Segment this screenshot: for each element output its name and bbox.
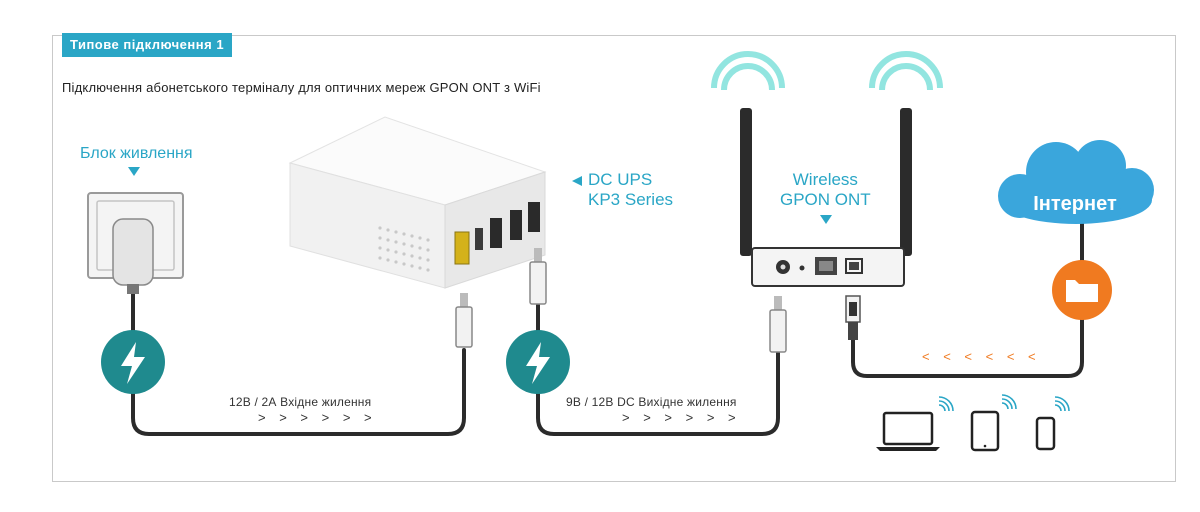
diagram-subtitle: Підключення абонетського терміналу для о…	[62, 80, 541, 95]
phone-icon	[1035, 416, 1056, 451]
tablet-icon	[970, 410, 1000, 452]
ups-label-line2: KP3 Series	[588, 190, 674, 209]
output-cable	[536, 298, 780, 436]
psu-arrow	[128, 167, 140, 176]
fiber-flow-arrows: < < < < < <	[922, 349, 1041, 364]
ups-label: DC UPS KP3 Series	[570, 170, 673, 210]
wifi-icon	[711, 51, 785, 91]
dc-plug-ups-out	[529, 248, 547, 305]
fiber-cable	[851, 220, 1084, 378]
dc-plug-input	[455, 293, 473, 348]
lightning-icon	[506, 330, 570, 394]
cables	[131, 220, 1084, 436]
section-tag: Типове підключення 1	[62, 33, 233, 57]
fiber-connector	[845, 295, 861, 340]
input-power-label: 12В / 2А Вхідне жилення	[229, 395, 372, 409]
gpon-ont-router	[711, 51, 943, 287]
ont-label: Wireless GPON ONT	[780, 170, 871, 210]
wifi-icon	[1054, 396, 1070, 412]
dc-plug-ont	[769, 296, 787, 353]
output-flow-arrows: > > > > > >	[622, 410, 741, 425]
lightning-icon	[101, 330, 165, 394]
internet-label: Інтернет	[1033, 193, 1117, 215]
wifi-icon	[1001, 394, 1017, 410]
output-power-label: 9В / 12В DC Вихідне жилення	[566, 395, 737, 409]
wifi-icon	[869, 51, 943, 91]
input-cable	[131, 288, 466, 436]
folder-icon	[1052, 260, 1112, 320]
wifi-icon	[938, 396, 954, 412]
input-flow-arrows: > > > > > >	[258, 410, 377, 425]
ont-arrow	[820, 215, 832, 224]
ont-label-line1: Wireless	[792, 170, 858, 189]
dc-ups-device	[288, 116, 547, 289]
ups-arrow	[572, 176, 582, 186]
ups-label-line1: DC UPS	[588, 170, 653, 189]
power-supply-label: Блок живлення	[80, 145, 193, 162]
cloud-icon	[998, 140, 1154, 224]
laptop-icon	[876, 411, 940, 451]
ont-label-line2: GPON ONT	[780, 190, 871, 209]
wall-socket	[87, 192, 184, 294]
diagram-frame	[52, 35, 1176, 482]
